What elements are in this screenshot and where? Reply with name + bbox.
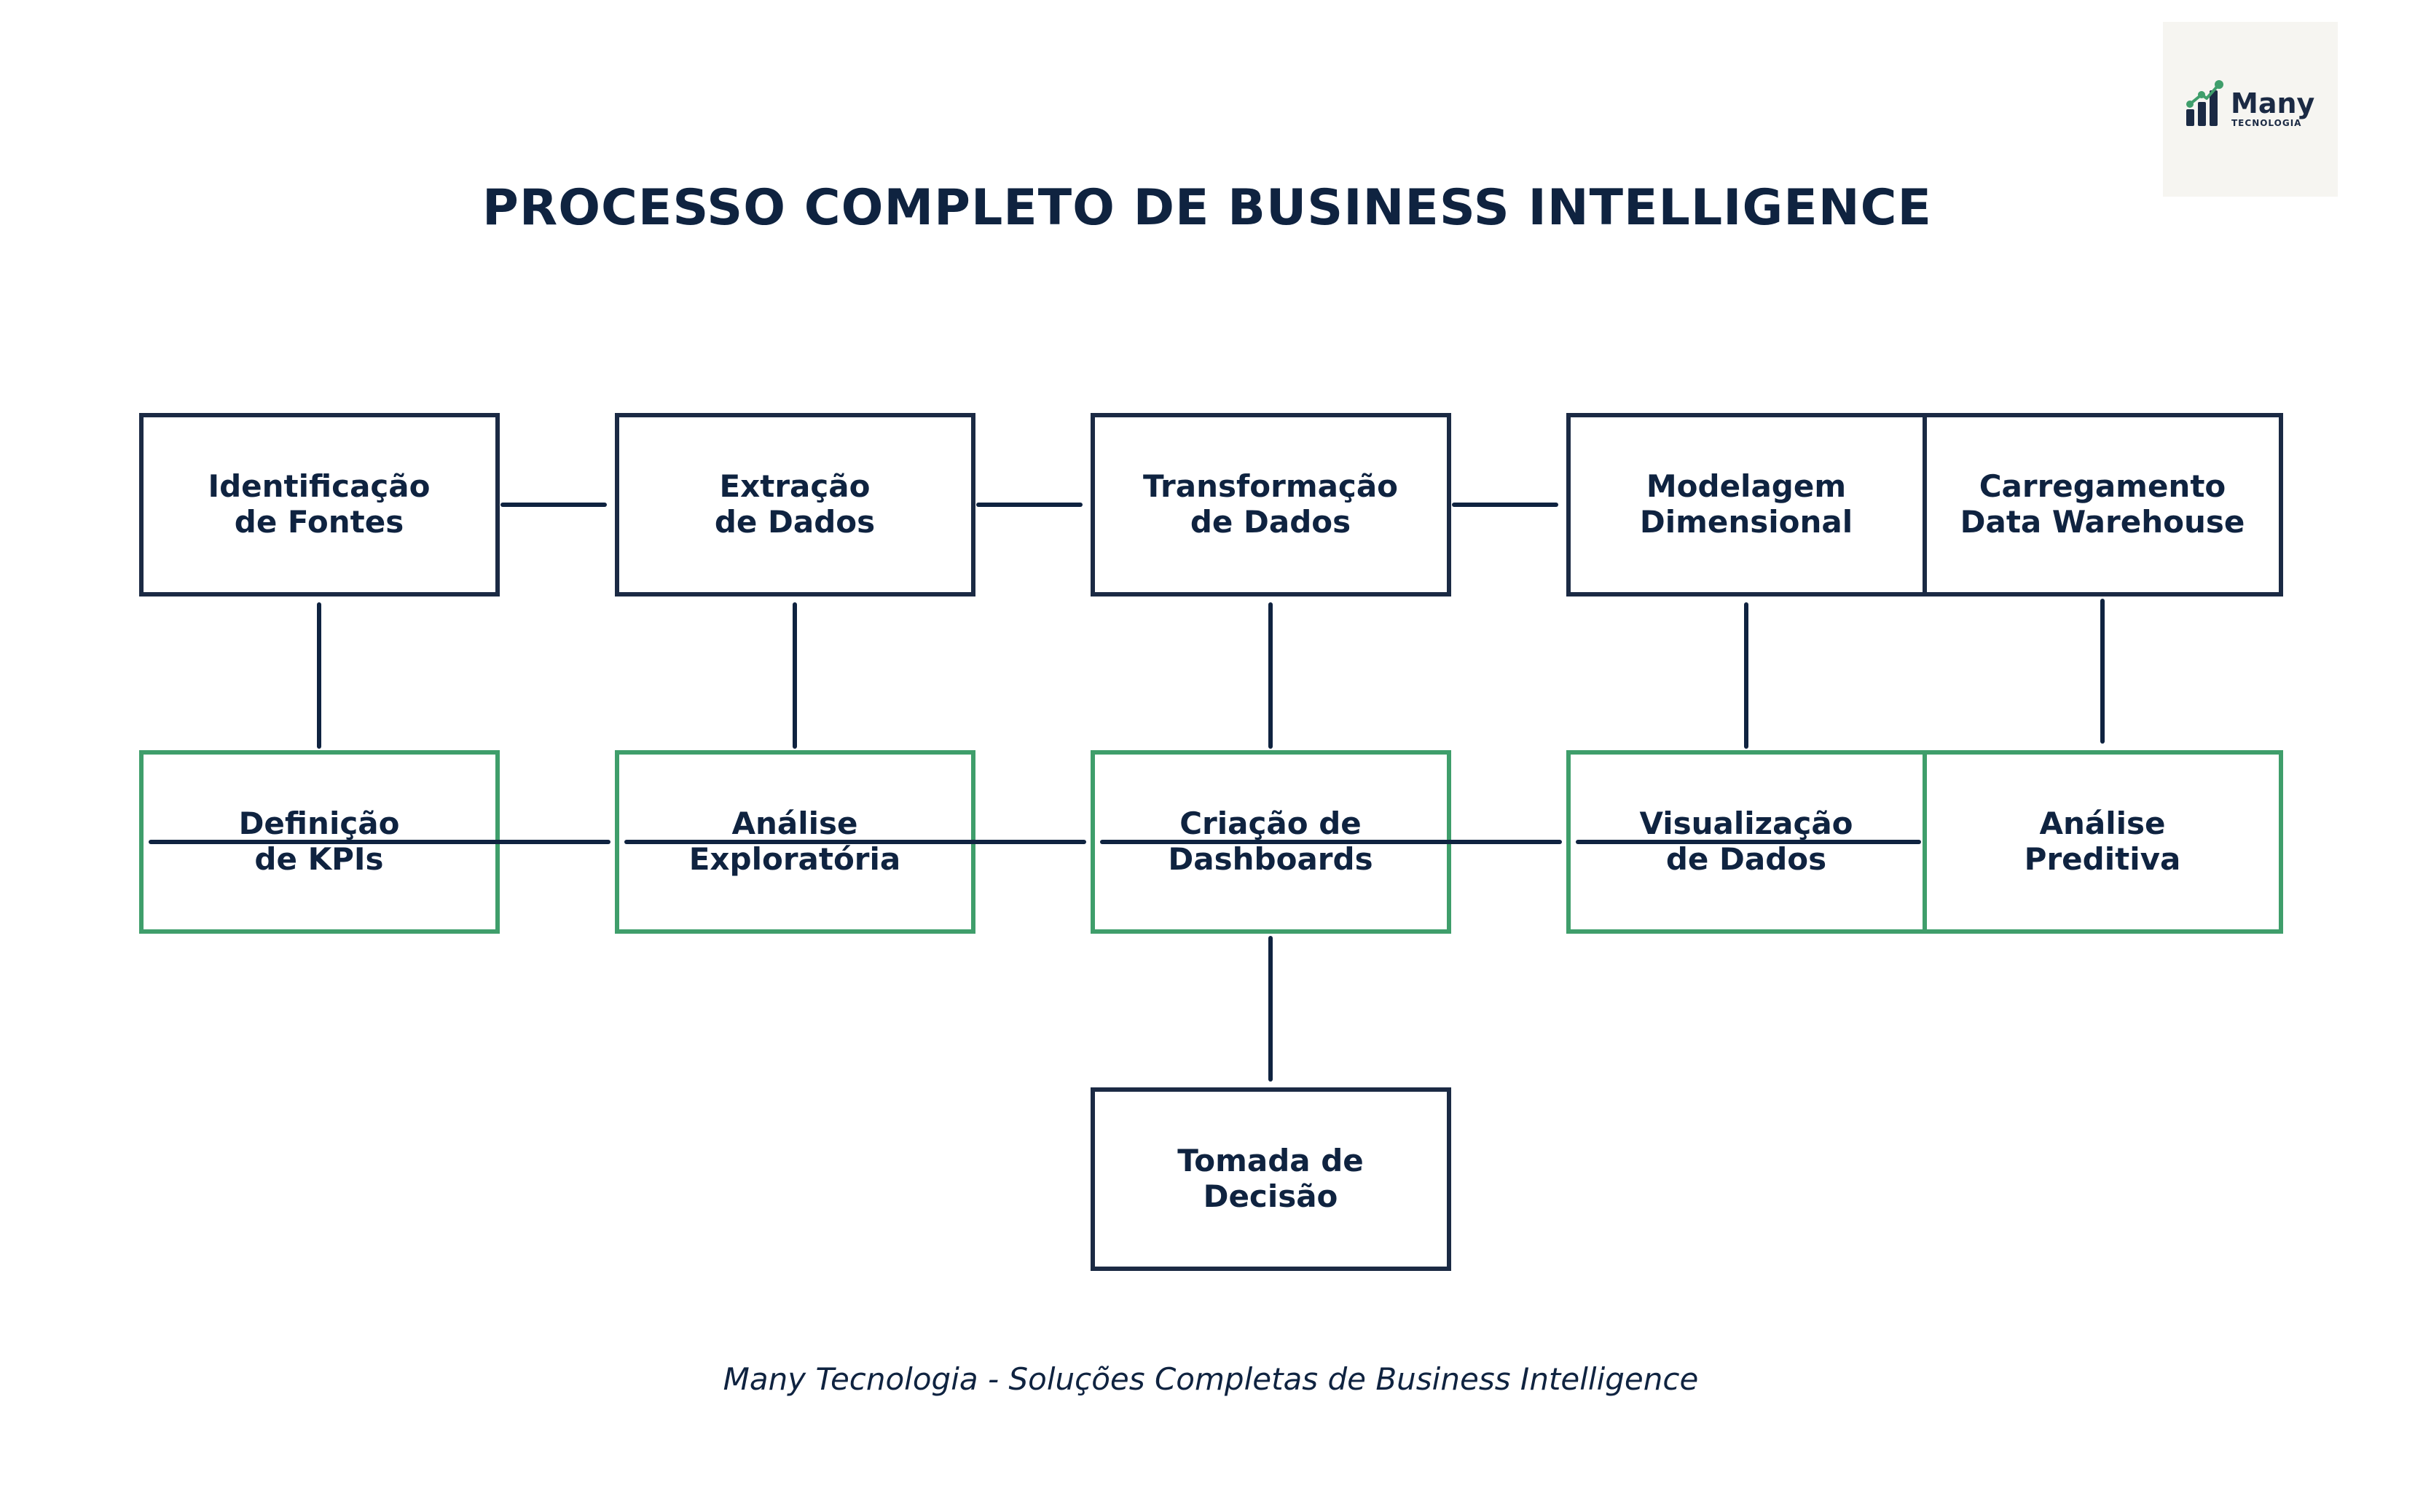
footer-caption: Many Tecnologia - Soluções Completas de … xyxy=(723,1361,1699,1397)
node-label: de Dados xyxy=(1190,504,1351,540)
node-label: Análise xyxy=(2039,806,2165,841)
node-label: Data Warehouse xyxy=(1960,504,2245,540)
node-label: Modelagem xyxy=(1646,468,1846,504)
node-identificacao: Identificação de Fontes xyxy=(139,413,500,596)
node-label: de Dados xyxy=(715,504,875,540)
node-analise-preditiva: Análise Preditiva xyxy=(1923,750,2283,934)
node-label: Análise xyxy=(731,806,857,841)
node-label: Carregamento xyxy=(1979,468,2226,504)
node-label: de Fontes xyxy=(235,504,404,540)
node-extracao: Extração de Dados xyxy=(615,413,975,596)
node-label: Transformação xyxy=(1143,468,1398,504)
node-label: Dashboards xyxy=(1168,841,1373,877)
node-label: Criação de xyxy=(1179,806,1362,841)
logo-subtitle: TECNOLOGIA xyxy=(2231,118,2301,128)
node-label: Definição xyxy=(239,806,400,841)
node-label: Tomada de xyxy=(1177,1143,1364,1178)
node-label: de Dados xyxy=(1666,841,1826,877)
node-tomada: Tomada de Decisão xyxy=(1091,1087,1451,1271)
node-label: Exploratória xyxy=(689,841,901,877)
company-logo: Many TECNOLOGIA xyxy=(2163,22,2338,197)
node-transformacao: Transformação de Dados xyxy=(1091,413,1451,596)
node-label: Preditiva xyxy=(2025,841,2181,877)
node-label: de KPIs xyxy=(254,841,383,877)
node-label: Identificação xyxy=(208,468,430,504)
vertical-connectors xyxy=(317,599,2105,1082)
node-modelagem: Modelagem Dimensional xyxy=(1566,413,1927,596)
diagram-title: PROCESSO COMPLETO DE BUSINESS INTELLIGEN… xyxy=(482,179,1932,237)
node-label: Decisão xyxy=(1203,1178,1338,1214)
node-label: Dimensional xyxy=(1640,504,1853,540)
node-label: Extração xyxy=(719,468,870,504)
logo-name: Many xyxy=(2231,87,2315,119)
bar-chart-logo-icon xyxy=(2186,80,2223,126)
node-carregamento: Carregamento Data Warehouse xyxy=(1923,413,2283,596)
node-label: Visualização xyxy=(1639,806,1853,841)
